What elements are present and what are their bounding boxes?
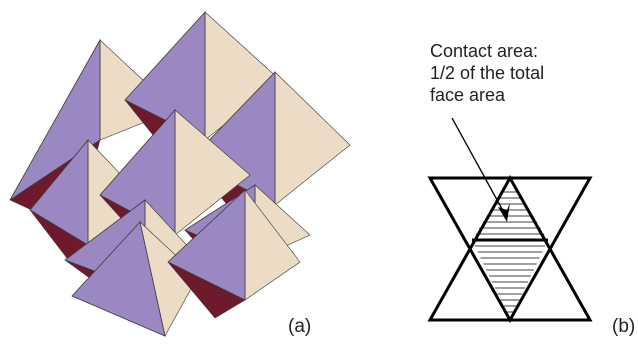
octahedron	[71, 221, 199, 337]
caption-arrow	[451, 117, 508, 219]
lower-triangle-face	[427, 174, 593, 322]
panel-a-label: (a)	[288, 316, 312, 337]
caption-line-3: face area	[430, 85, 506, 105]
upper-triangle-face	[427, 176, 593, 324]
octahedra-packing-illustration	[9, 10, 351, 337]
octahedron	[167, 189, 301, 319]
hatched-contact-region	[472, 191, 548, 313]
caption-line-1: Contact area:	[430, 41, 539, 61]
contact-area-diagram	[427, 117, 593, 324]
caption-arrow-head	[498, 203, 510, 222]
panel-b-label: (b)	[612, 316, 636, 337]
caption-line-2: 1/2 of the total	[430, 63, 545, 83]
contact-area-caption: Contact area: 1/2 of the total face area	[430, 40, 544, 106]
